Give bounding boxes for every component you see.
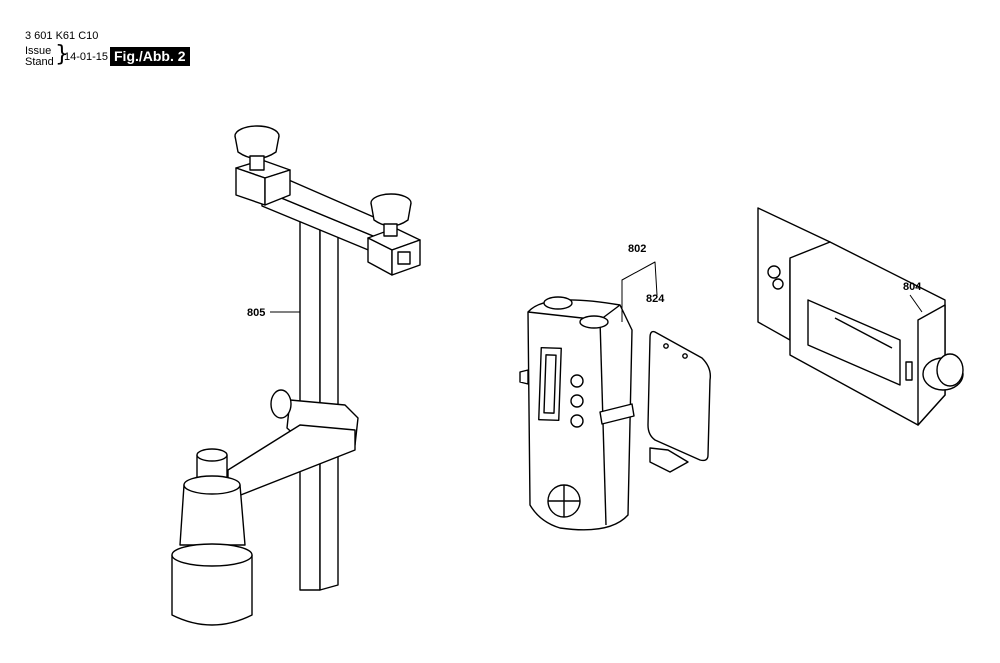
issue-label: Issue	[25, 45, 52, 57]
clamp-stand-805	[171, 125, 421, 626]
label-824: 824	[646, 293, 665, 305]
receiver-802	[519, 296, 635, 531]
brace-icon: }	[55, 42, 69, 67]
label-805: 805	[247, 307, 265, 319]
figure-badge: Fig./Abb. 2	[110, 47, 190, 66]
battery-cover-824	[647, 330, 712, 473]
part-number: 3 601 K61 C10	[25, 30, 99, 42]
issue-date: 14-01-15	[64, 51, 109, 63]
mount-bracket-804	[757, 207, 964, 426]
stand-label: Stand	[25, 56, 54, 68]
label-804: 804	[903, 281, 922, 293]
label-802: 802	[628, 243, 646, 255]
